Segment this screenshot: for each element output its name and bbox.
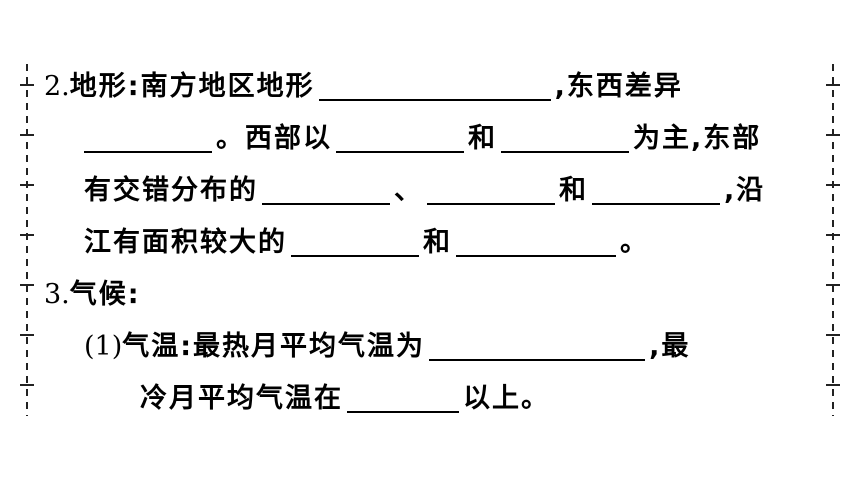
item2-text: 。 [620, 227, 649, 258]
border-cross [20, 134, 34, 136]
border-cross [826, 334, 840, 336]
border-cross [20, 234, 34, 236]
border-cross [826, 234, 840, 236]
answer-blank-east-2[interactable] [427, 173, 555, 205]
answer-blank-west-2[interactable] [501, 121, 629, 153]
item2-text: ,东西差异 [554, 71, 683, 102]
answer-blank-east-3[interactable] [592, 173, 720, 205]
item2-text: 江有面积较大的 [84, 227, 287, 258]
answer-blank-coldest-temp[interactable] [347, 381, 459, 413]
border-cross [826, 134, 840, 136]
item3-number: 3. [44, 279, 70, 310]
border-cross [826, 184, 840, 186]
border-cross [826, 84, 840, 86]
item2-text: 和 [468, 123, 497, 154]
item2-line3: 有交错分布的 、 和 ,沿 [84, 168, 765, 214]
item2-line1: 2.地形:南方地区地形 ,东西差异 [44, 64, 683, 110]
border-cross [826, 384, 840, 386]
border-cross [20, 334, 34, 336]
item3-title: 气候: [69, 279, 141, 310]
item2-text: 、 [394, 175, 423, 206]
item2-line2: 。西部以 和 为主,东部 [84, 116, 761, 162]
answer-blank-hottest-temp[interactable] [429, 329, 646, 361]
left-border-crosses [20, 64, 34, 416]
border-cross [20, 184, 34, 186]
item3-sub1-line1: (1)气温:最热月平均气温为 ,最 [84, 324, 690, 370]
border-cross [20, 284, 34, 286]
right-border-crosses [826, 64, 840, 416]
right-dashed-border [832, 64, 834, 416]
answer-blank-terrain[interactable] [318, 69, 551, 101]
answer-blank-east-west[interactable] [84, 121, 212, 153]
item3-text: 冷月平均气温在 [140, 383, 343, 414]
item2-text: 地形:南方地区地形 [69, 71, 315, 102]
border-cross [826, 284, 840, 286]
sub-item-number: (1) [84, 331, 123, 362]
answer-blank-west-1[interactable] [336, 121, 464, 153]
item3-sub1-line2: 冷月平均气温在 以上。 [140, 376, 550, 422]
item2-text: 和 [559, 175, 588, 206]
item3-text: ,最 [649, 331, 691, 362]
item3-line1: 3.气候: [44, 272, 141, 318]
answer-blank-river-1[interactable] [291, 225, 419, 257]
item2-text: 为主,东部 [633, 123, 762, 154]
border-cross [20, 384, 34, 386]
item3-text: 气温:最热月平均气温为 [122, 331, 426, 362]
answer-blank-river-2[interactable] [456, 225, 616, 257]
border-cross [20, 84, 34, 86]
item2-text: 有交错分布的 [84, 175, 258, 206]
item2-line4: 江有面积较大的 和 。 [84, 220, 649, 266]
item2-number: 2. [44, 71, 70, 102]
item3-text: 以上。 [463, 383, 550, 414]
item2-text: 和 [423, 227, 452, 258]
answer-blank-east-1[interactable] [262, 173, 390, 205]
item2-text: 。西部以 [216, 123, 332, 154]
left-dashed-border [26, 64, 28, 416]
item2-text: ,沿 [724, 175, 766, 206]
